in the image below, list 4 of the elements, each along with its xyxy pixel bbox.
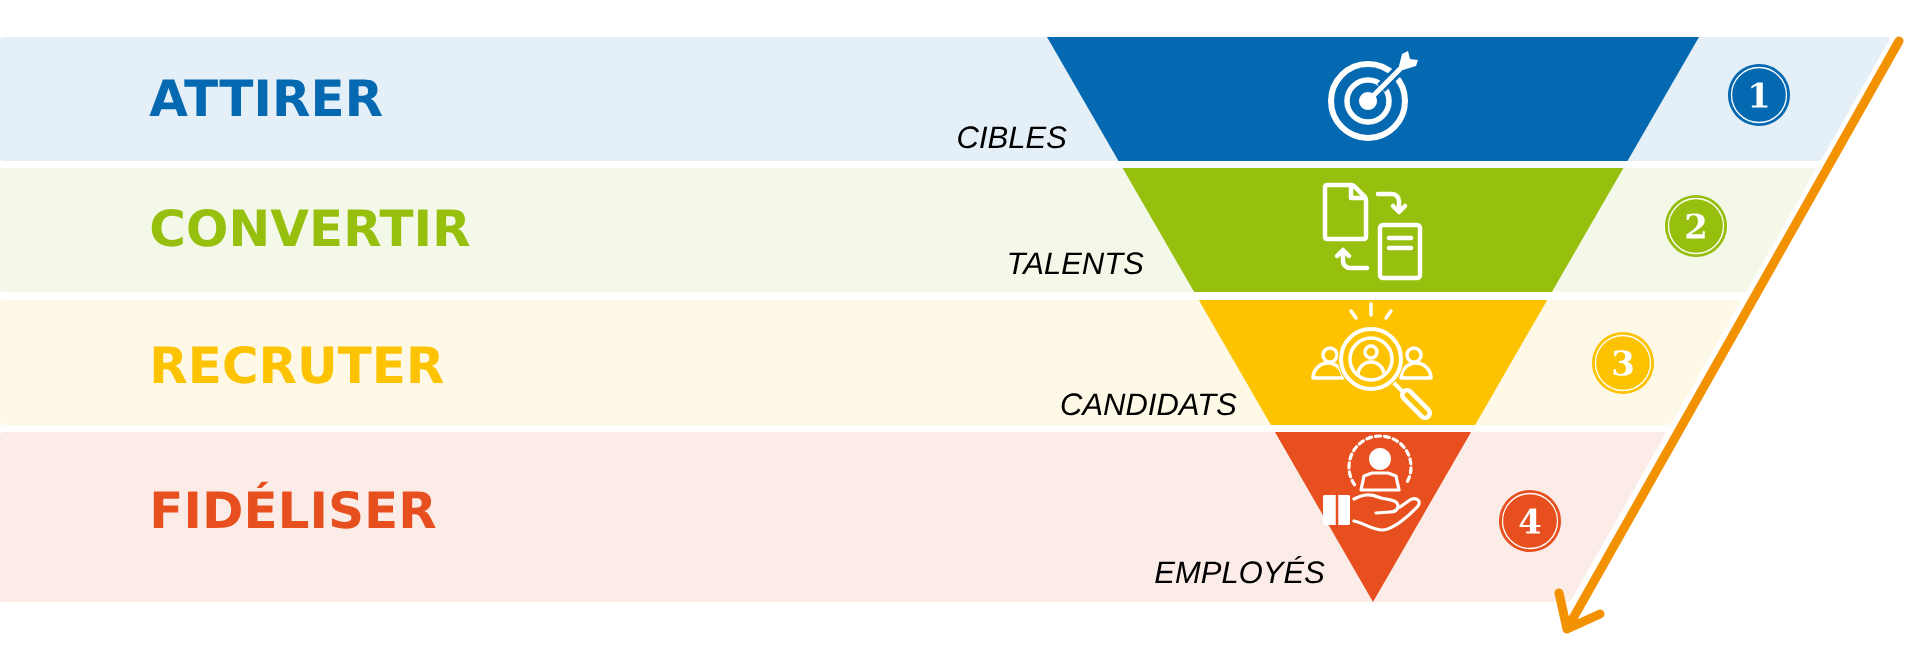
- stage-label: EMPLOYÉS: [1155, 556, 1325, 584]
- stage-label: TALENTS: [1009, 252, 1144, 275]
- stage-label: CIBLES: [958, 126, 1067, 149]
- stage-label: CANDIDATS: [1061, 393, 1237, 416]
